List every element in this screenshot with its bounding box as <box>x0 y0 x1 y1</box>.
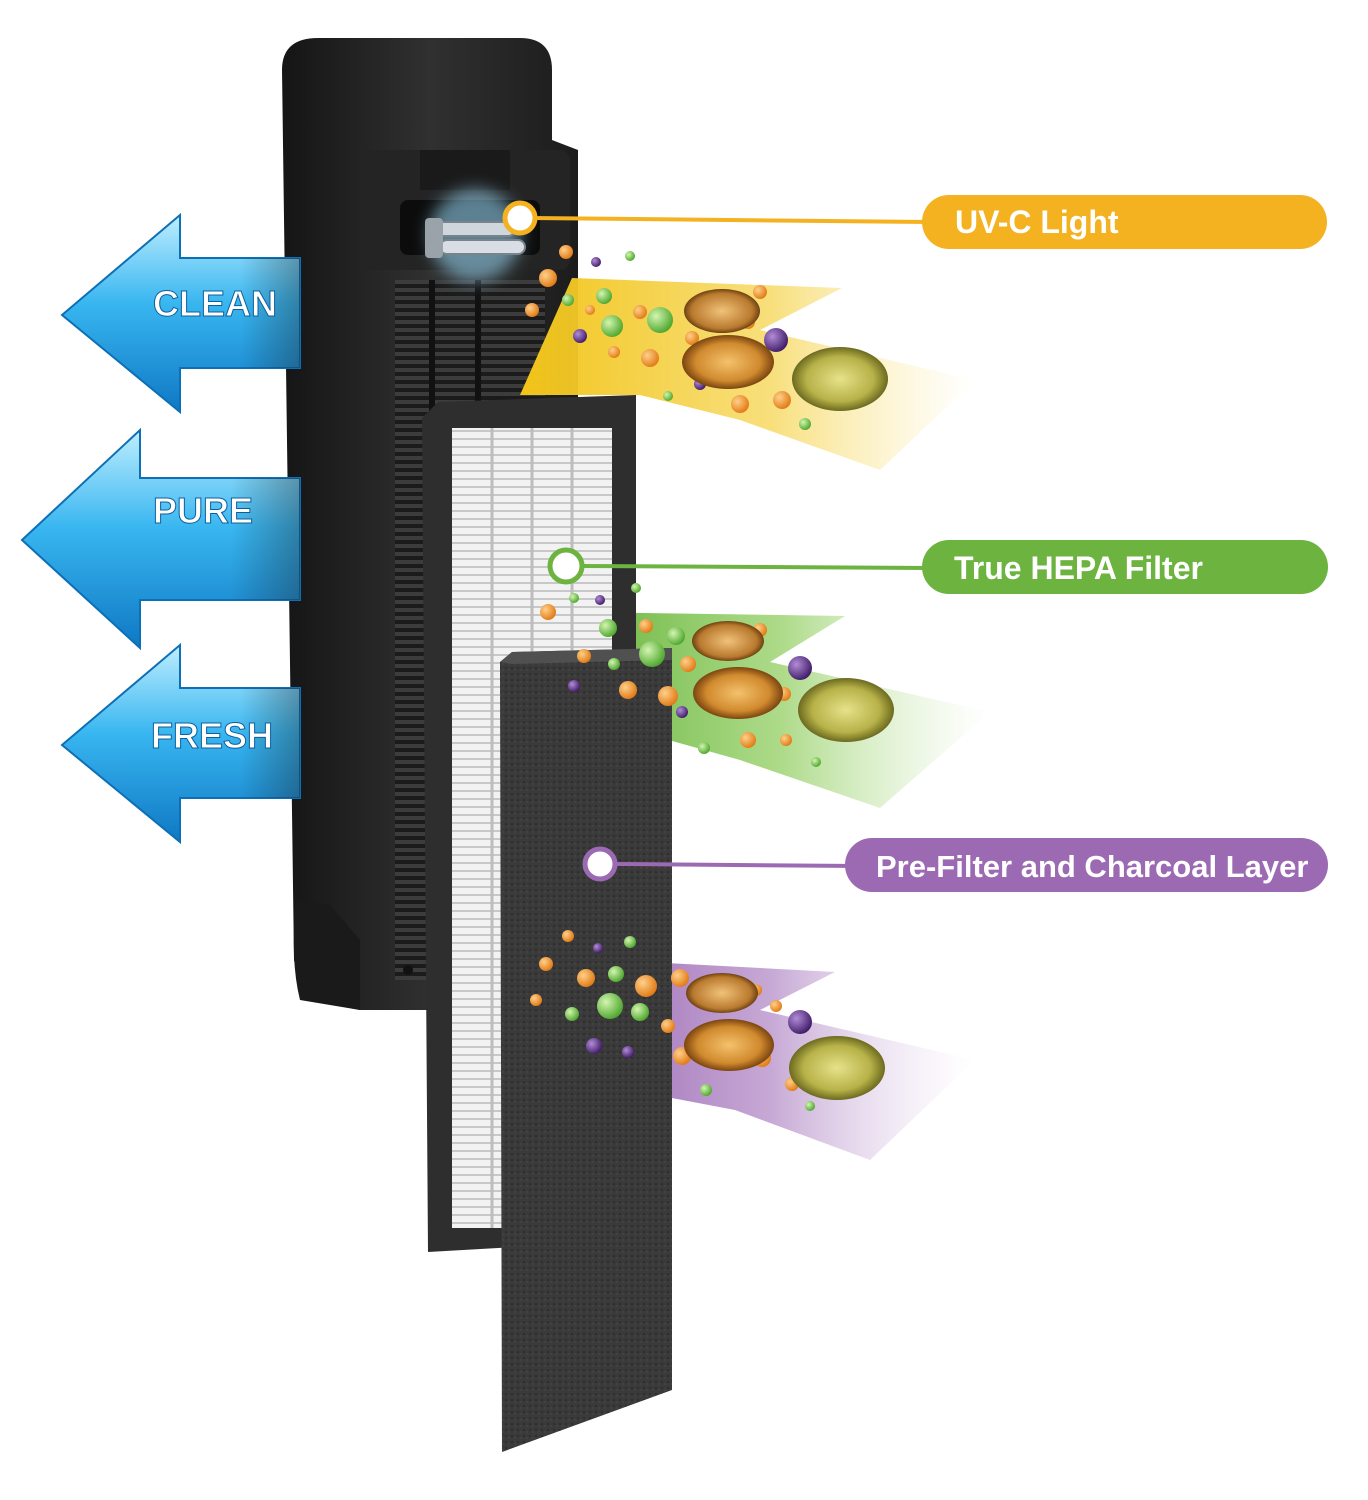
particle-dot <box>608 346 620 358</box>
prefilter-panel <box>500 648 672 1452</box>
particle-dot <box>780 734 792 746</box>
particle-dot <box>641 349 659 367</box>
particle-dot <box>647 307 673 333</box>
particle-dot <box>577 649 591 663</box>
particle-dot <box>658 686 678 706</box>
dust-mite-icon <box>682 335 774 389</box>
particle-dot <box>540 604 556 620</box>
particles <box>525 245 821 1111</box>
particle-dot <box>770 1000 782 1012</box>
callout-prefilter: Pre-Filter and Charcoal Layer <box>845 838 1328 892</box>
pollen-icon <box>692 621 764 661</box>
particle-dot <box>608 658 620 670</box>
particle-dot <box>539 269 557 287</box>
particle-dot <box>568 680 580 692</box>
particle-dot <box>639 619 653 633</box>
pollen-icon <box>684 289 760 333</box>
particle-dot <box>773 391 791 409</box>
callout-connector-prefilter <box>582 846 861 882</box>
arrow-label-clean: CLEAN <box>153 283 277 324</box>
arrow-label-fresh: FRESH <box>151 715 273 756</box>
particle-dot <box>631 583 641 593</box>
mold-spore-icon <box>792 347 888 411</box>
mold-spore-icon <box>798 678 894 742</box>
callout-label-prefilter: Pre-Filter and Charcoal Layer <box>876 849 1308 884</box>
particle-dot <box>593 943 603 953</box>
particle-dot <box>671 969 689 987</box>
particle-dot <box>569 593 579 603</box>
arrow-pure <box>20 427 301 651</box>
particle-dot <box>577 969 595 987</box>
callout-uv-light: UV-C Light <box>922 195 1327 249</box>
particle-dot <box>676 706 688 718</box>
particle-dot <box>811 757 821 767</box>
particle-dot <box>635 975 657 997</box>
callout-connector-uv <box>502 200 931 236</box>
particle-dot <box>585 305 595 315</box>
particle-dot <box>599 619 617 637</box>
callout-label-uv: UV-C Light <box>955 204 1119 240</box>
particle-dot <box>608 966 624 982</box>
particle-dot <box>661 1019 675 1033</box>
particle-dot <box>619 681 637 699</box>
particle-dot <box>559 245 573 259</box>
particle-dot <box>667 627 685 645</box>
particle-dot <box>625 251 635 261</box>
particle-dot <box>565 1007 579 1021</box>
particle-dot <box>788 656 812 680</box>
callout-label-hepa: True HEPA Filter <box>954 550 1203 586</box>
particle-dot <box>573 329 587 343</box>
allergen-group-prefilter <box>684 973 885 1100</box>
arrow-clean <box>60 212 301 415</box>
particle-dot <box>753 285 767 299</box>
particle-dot <box>663 391 673 401</box>
pollen-icon <box>686 973 758 1013</box>
particle-dot <box>698 742 710 754</box>
allergen-group-uv <box>682 289 888 411</box>
particle-dot <box>525 303 539 317</box>
particle-dot <box>633 305 647 319</box>
particle-dot <box>805 1101 815 1111</box>
particle-dot <box>539 957 553 971</box>
particle-dot <box>639 641 665 667</box>
particle-dot <box>601 315 623 337</box>
particle-dot <box>685 331 699 345</box>
particle-dot <box>799 418 811 430</box>
callout-connector-hepa <box>547 547 931 585</box>
arrow-label-pure: PURE <box>153 490 253 531</box>
particle-dot <box>562 294 574 306</box>
particle-dot <box>624 936 636 948</box>
callout-hepa-filter: True HEPA Filter <box>922 540 1328 594</box>
particle-dot <box>562 930 574 942</box>
particle-dot <box>597 993 623 1019</box>
particle-dot <box>591 257 601 267</box>
particle-dot <box>595 595 605 605</box>
mold-spore-icon <box>789 1036 885 1100</box>
particle-dot <box>764 328 788 352</box>
particle-dot <box>586 1038 602 1054</box>
particle-dot <box>530 994 542 1006</box>
particle-dot <box>622 1046 634 1058</box>
allergen-group-hepa <box>692 621 894 742</box>
particle-dot <box>700 1084 712 1096</box>
particle-dot <box>631 1003 649 1021</box>
uv-lamp <box>425 189 526 281</box>
dust-mite-icon <box>684 1019 774 1071</box>
dust-mite-icon <box>693 667 783 719</box>
particle-dot <box>680 656 696 672</box>
particle-dot <box>788 1010 812 1034</box>
particle-dot <box>731 395 749 413</box>
arrow-fresh <box>60 642 301 845</box>
particle-dot <box>596 288 612 304</box>
particle-dot <box>740 732 756 748</box>
